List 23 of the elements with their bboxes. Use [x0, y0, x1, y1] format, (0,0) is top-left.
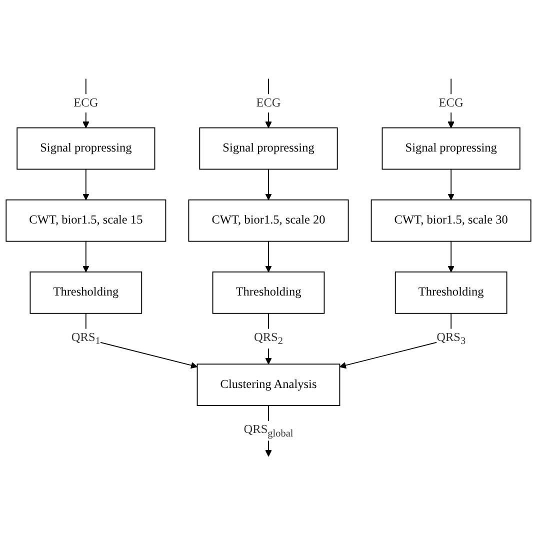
- arrow: [82, 168, 90, 200]
- node-box: Clustering Analysis: [196, 364, 340, 406]
- node-box: Thresholding: [212, 272, 325, 314]
- arrow: [265, 168, 272, 200]
- node-box: CWT, bior1.5, scale 20: [188, 199, 349, 242]
- edge-label: ECG: [256, 96, 281, 110]
- node-box: Thresholding: [394, 272, 508, 314]
- node-box: CWT, bior1.5, scale 30: [370, 199, 532, 242]
- arrow: [448, 240, 454, 272]
- edge-label: QRS$_{2}$: [254, 331, 283, 346]
- node-box: Signal propressing: [16, 127, 156, 170]
- edge-label: QRS$_{1}$: [71, 331, 100, 346]
- node-box: CWT, bior1.5, scale 15: [6, 199, 166, 242]
- arrow: [82, 240, 90, 272]
- edge-label: ECG: [438, 96, 464, 110]
- node-box: Thresholding: [30, 272, 142, 314]
- arrow: [265, 240, 272, 272]
- arrow: [448, 168, 454, 200]
- node-box: Signal propressing: [382, 127, 520, 170]
- node-box: Signal propressing: [199, 127, 338, 170]
- edge-label: QRS$_{3}$: [436, 331, 466, 346]
- edge-label: ECG: [74, 96, 98, 110]
- edge-label: QRS$_{global}$: [244, 423, 294, 439]
